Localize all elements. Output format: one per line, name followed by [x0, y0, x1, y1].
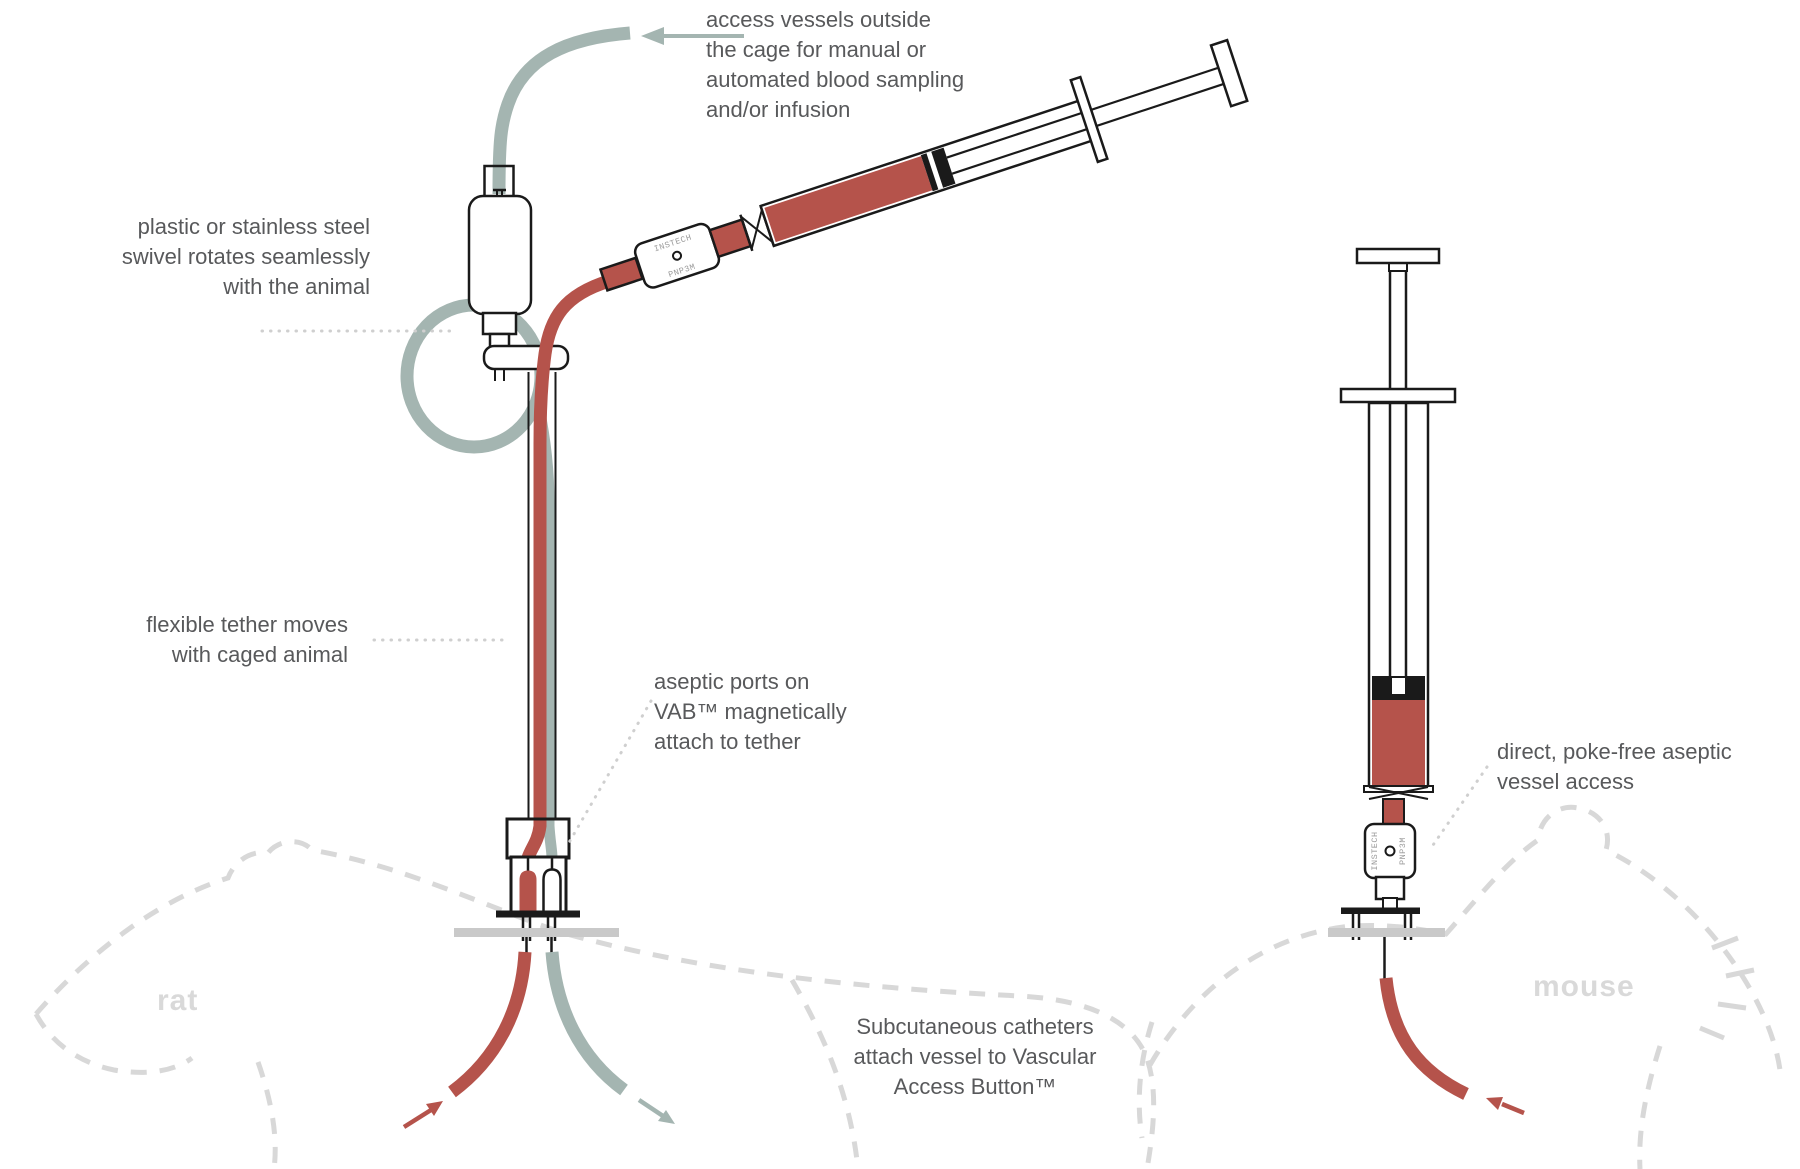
skin-line-mouse [1328, 928, 1445, 937]
mouse-leg-line [1637, 1045, 1663, 1169]
swivel-lower-port [481, 311, 518, 336]
flow-out-top-arrow [641, 27, 744, 45]
vascular-access-button-rat [496, 817, 580, 941]
rat-front-leg-line [255, 1061, 278, 1169]
rat-outline [33, 839, 1157, 1169]
plunger-handle [1209, 38, 1249, 108]
label-swivel: plastic or stainless steel swivel rotate… [121, 214, 370, 299]
barrel-flange [1069, 75, 1109, 164]
mouse-whiskers [1699, 935, 1755, 1041]
mouse-outline [1136, 804, 1783, 1169]
rat-hind-leg-line [789, 978, 861, 1169]
mouse-chest-line [1136, 1021, 1155, 1139]
pinport-connector [633, 222, 721, 289]
mouse-vab-flange [1341, 907, 1420, 914]
mouse-connector-model-label: PNP3M [1398, 837, 1408, 865]
mouse-plunger-handle [1355, 247, 1441, 265]
label-rat: rat [157, 984, 199, 1017]
label-access-vessels: access vessels outside the cage for manu… [706, 7, 965, 122]
vab-flange [496, 910, 580, 918]
mouse-syringe-tip-red [1382, 798, 1405, 827]
mouse-syringe: INSTECH PNP3M [1339, 247, 1457, 910]
swivel-body [467, 194, 533, 316]
flow-out-arrow-rat [637, 1098, 675, 1124]
swivel-tether-bar [482, 344, 570, 371]
leader-aseptic-ports [565, 699, 653, 848]
label-flexible-tether: flexible tether moves with caged animal [146, 612, 348, 667]
label-aseptic-ports: aseptic ports on VAB™ magnetically attac… [654, 669, 847, 754]
sampling-syringe: INSTECH PNP3M [598, 38, 1249, 292]
subcutaneous-catheter-red [448, 951, 532, 1098]
gray-supply-tube [492, 26, 631, 195]
mouse-luer [1374, 875, 1406, 901]
vab-port-white [542, 868, 562, 915]
leader-direct-access [1429, 765, 1489, 850]
label-subcutaneous: Subcutaneous catheters attach vessel to … [853, 1014, 1097, 1099]
skin-line-rat [454, 928, 619, 937]
label-mouse: mouse [1533, 970, 1635, 1003]
rat-jaw-line [33, 1012, 194, 1075]
label-direct-access: direct, poke-free aseptic vessel access [1497, 739, 1732, 794]
leader-lines [260, 329, 1489, 850]
mouse-syringe-blood-fill [1372, 699, 1425, 786]
mouse-luer-stem [1382, 897, 1398, 910]
blood-in-arrow-mouse [1486, 1097, 1525, 1116]
blood-in-arrow-rat [402, 1101, 443, 1129]
subcutaneous-catheter-mouse [1379, 977, 1469, 1100]
mouse-barrel-flange [1339, 387, 1457, 404]
mouse-connector-brand-label: INSTECH [1370, 831, 1380, 870]
syringe-tip-red [598, 256, 645, 292]
red-tether-tube [521, 274, 616, 865]
rat-back-line [34, 839, 1157, 1169]
subcutaneous-catheter-gray [545, 951, 628, 1096]
syringe-blood-fill [764, 156, 933, 243]
swivel [467, 164, 570, 381]
tether-slack-loop [400, 298, 548, 454]
mouse-back-line [1147, 804, 1783, 1071]
vab-port-red [519, 870, 537, 913]
tether [527, 372, 557, 820]
